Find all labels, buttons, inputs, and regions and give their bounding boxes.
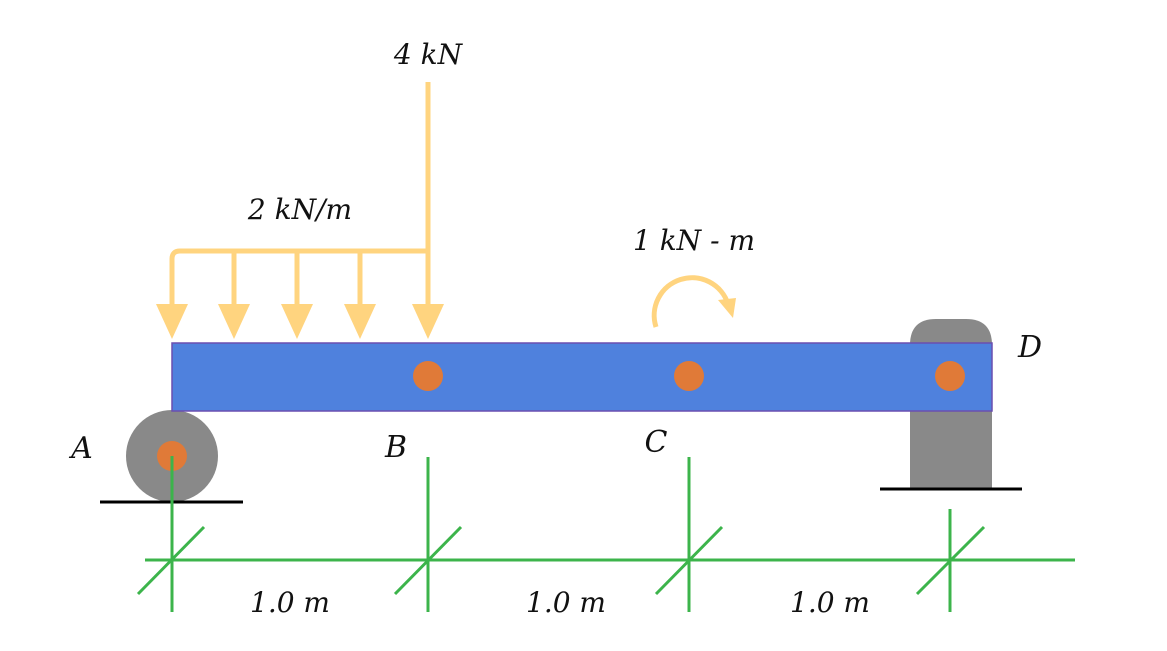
moment-arc (651, 275, 731, 328)
node-b (413, 361, 443, 391)
point-label-b: B (384, 430, 407, 465)
dimension-label-bc: 1.0 m (526, 586, 606, 619)
dimension-label-cd: 1.0 m (790, 586, 870, 619)
distributed-load (169, 248, 428, 305)
dimension-tick-d (915, 525, 986, 596)
node-d (935, 361, 965, 391)
distributed-load-label: 2 kN/m (247, 193, 352, 226)
node-c (674, 361, 704, 391)
dimension-tick-a (136, 525, 206, 596)
clockwise-arrow-icon (718, 298, 736, 318)
dimension-label-ab: 1.0 m (250, 586, 330, 619)
point-label-d: D (1017, 330, 1042, 365)
point-label-c: C (645, 425, 668, 460)
dimension-tick-b (393, 525, 463, 596)
arrow-down-icon (218, 304, 250, 339)
arrow-down-icon (281, 304, 313, 339)
dimension-tick-c (654, 525, 724, 596)
arrow-down-icon (156, 304, 188, 339)
beam (171, 342, 993, 412)
dimension-lines (136, 456, 1075, 612)
point-load-label: 4 kN (393, 38, 464, 71)
arrow-down-icon (412, 304, 444, 339)
distributed-load-top-bar (169, 248, 428, 305)
moment-label: 1 kN - m (633, 224, 755, 257)
point-label-a: A (68, 431, 93, 466)
arrow-down-icon (344, 304, 376, 339)
